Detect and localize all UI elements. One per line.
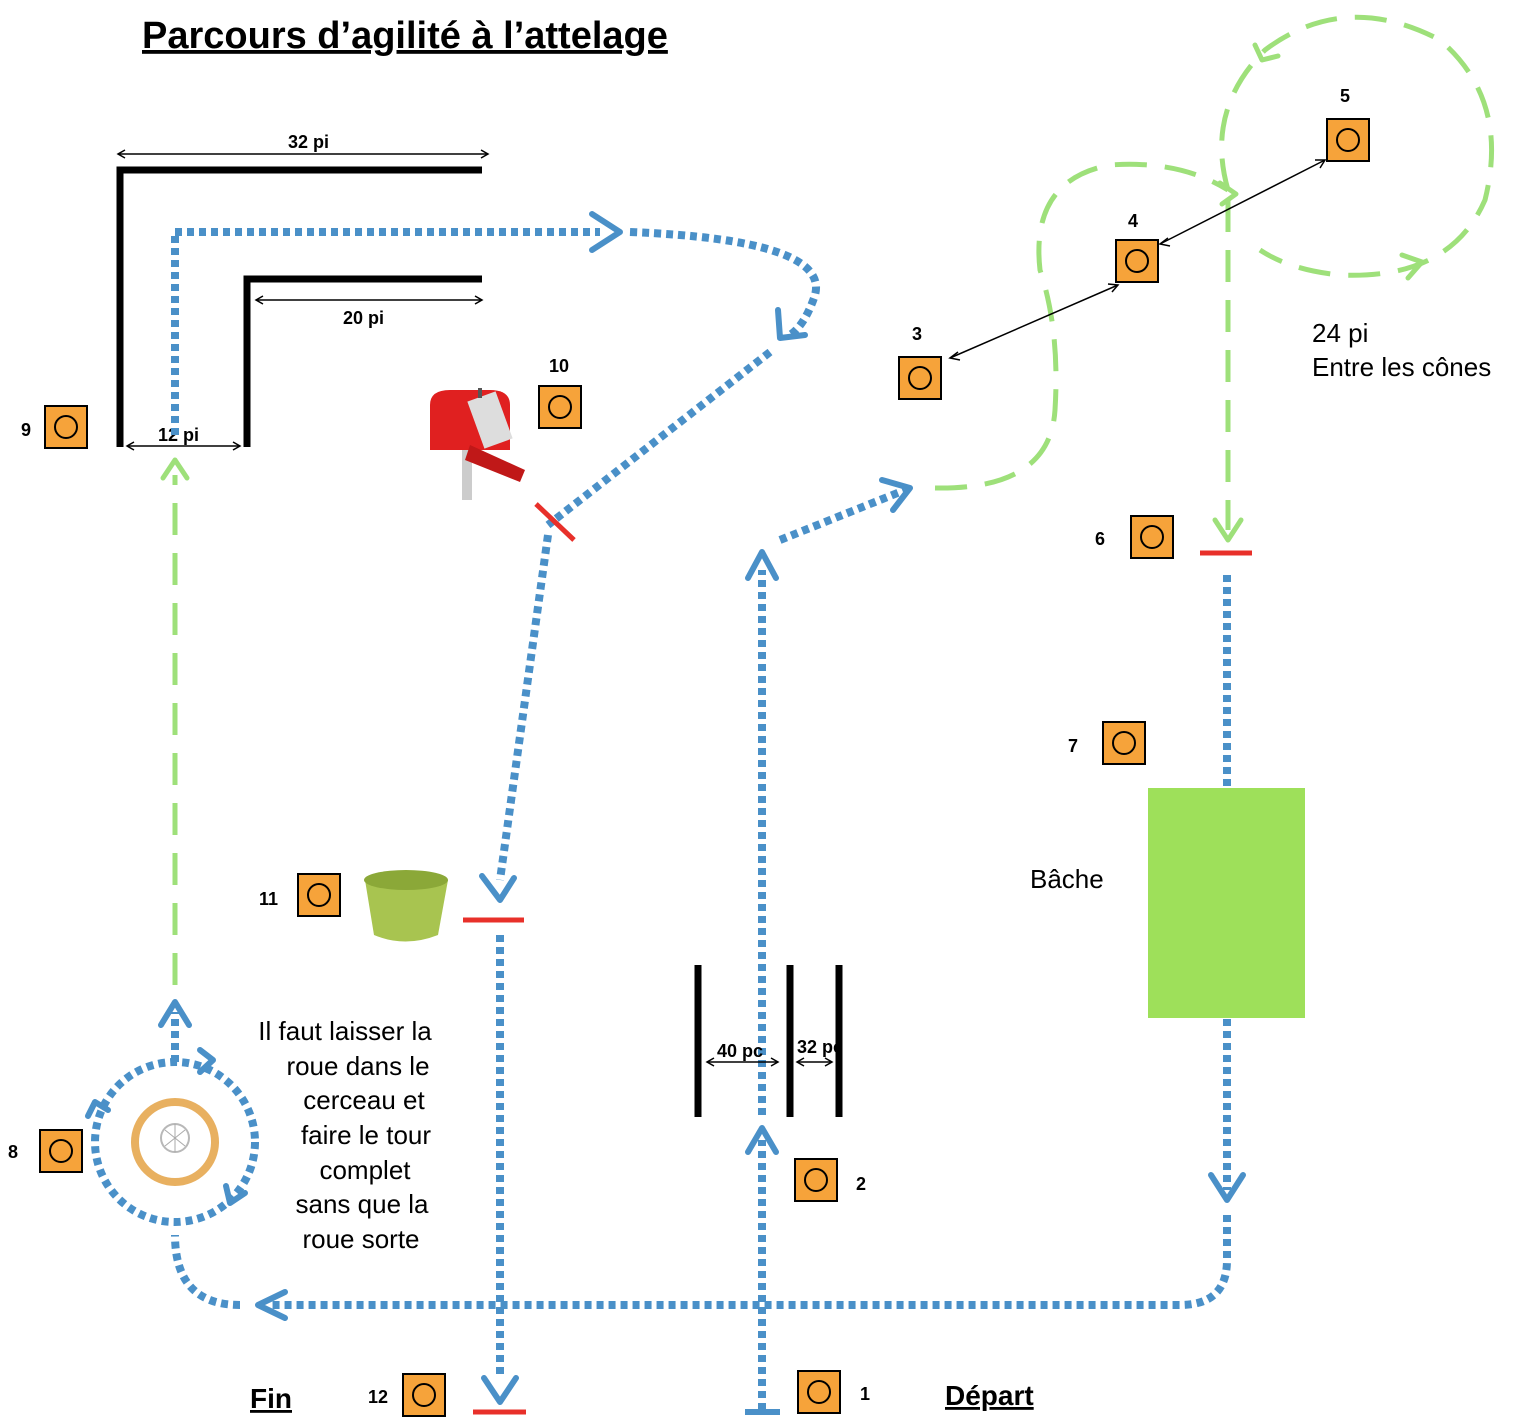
- l-corridor: [116, 166, 482, 447]
- cone-number-5: 5: [1340, 86, 1350, 106]
- cone-5: [1326, 118, 1370, 162]
- cone-4: [1115, 239, 1159, 283]
- mailbox-icon: [430, 388, 525, 500]
- cone-number-7: 7: [1068, 736, 1078, 756]
- dim-inner-top-label: 20 pi: [343, 308, 384, 328]
- cone-number-9: 9: [21, 420, 31, 440]
- finish-label: Fin: [250, 1383, 292, 1414]
- wheel-note-line-7: roue sorte: [302, 1224, 419, 1254]
- bucket-icon: [364, 870, 448, 942]
- wheel-note-line-4: faire le tour: [301, 1120, 431, 1150]
- wheel-note: Il faut laisser la roue dans le cerceau …: [258, 1016, 432, 1254]
- cone-distance-arrows: [948, 159, 1327, 361]
- dim-gate-narrow-label: 32 pc: [797, 1037, 843, 1057]
- cone-number-3: 3: [912, 324, 922, 344]
- cone-12: [402, 1373, 446, 1417]
- cone-3: [898, 356, 942, 400]
- page-title: Parcours d’agilité à l’attelage: [142, 15, 668, 57]
- wheel-note-line-2: roue dans le: [286, 1051, 429, 1081]
- tarp: [1148, 788, 1305, 1018]
- blue-path: [85, 211, 1246, 1410]
- cone-number-1: 1: [860, 1384, 870, 1404]
- cones: [39, 118, 1370, 1417]
- cone-1: [797, 1370, 841, 1414]
- cone-number-10: 10: [549, 356, 569, 376]
- cone-7: [1102, 721, 1146, 765]
- dimension-outer-top: 32 pi: [116, 132, 490, 159]
- wheel-note-line-3: cerceau et: [303, 1085, 425, 1115]
- pole-gate: 40 pc 32 pc: [694, 965, 843, 1117]
- dim-outer-top-label: 32 pi: [288, 132, 329, 152]
- inner-wall: [243, 275, 482, 447]
- wheel-note-line-5: complet: [319, 1155, 411, 1185]
- wheel-note-line-6: sans que la: [296, 1189, 430, 1219]
- cone-number-12: 12: [368, 1387, 388, 1407]
- cone-note-line-2: Entre les cônes: [1312, 352, 1491, 382]
- cone-8: [39, 1129, 83, 1173]
- cone-number-11: 11: [259, 889, 278, 909]
- cone-11: [297, 873, 341, 917]
- cone-10: [538, 385, 582, 429]
- cone-9: [44, 405, 88, 449]
- gate-mailbox: [534, 502, 576, 542]
- cone-note-line-1: 24 pi: [1312, 318, 1368, 348]
- cone-number-4: 4: [1128, 211, 1138, 231]
- wheel-note-line-1: Il faut laisser la: [258, 1016, 432, 1046]
- hoop: [131, 1098, 219, 1186]
- cone-2: [794, 1158, 838, 1202]
- start-label: Départ: [945, 1380, 1034, 1411]
- cone-numbers: 1 2 3 4 5 6 7 8 9 10 11 12: [8, 86, 1350, 1407]
- tarp-label: Bâche: [1030, 864, 1104, 894]
- dimension-inner-top: 20 pi: [254, 295, 484, 328]
- cone-number-2: 2: [856, 1174, 866, 1194]
- cone-number-8: 8: [8, 1142, 18, 1162]
- dimension-corridor-width: 12 pi: [125, 425, 242, 451]
- cone-number-6: 6: [1095, 529, 1105, 549]
- cone-6: [1130, 515, 1174, 559]
- dim-gate-wide-label: 40 pc: [717, 1041, 763, 1061]
- green-path: [160, 14, 1495, 985]
- red-gates: [463, 502, 1252, 1415]
- outer-wall: [116, 166, 482, 447]
